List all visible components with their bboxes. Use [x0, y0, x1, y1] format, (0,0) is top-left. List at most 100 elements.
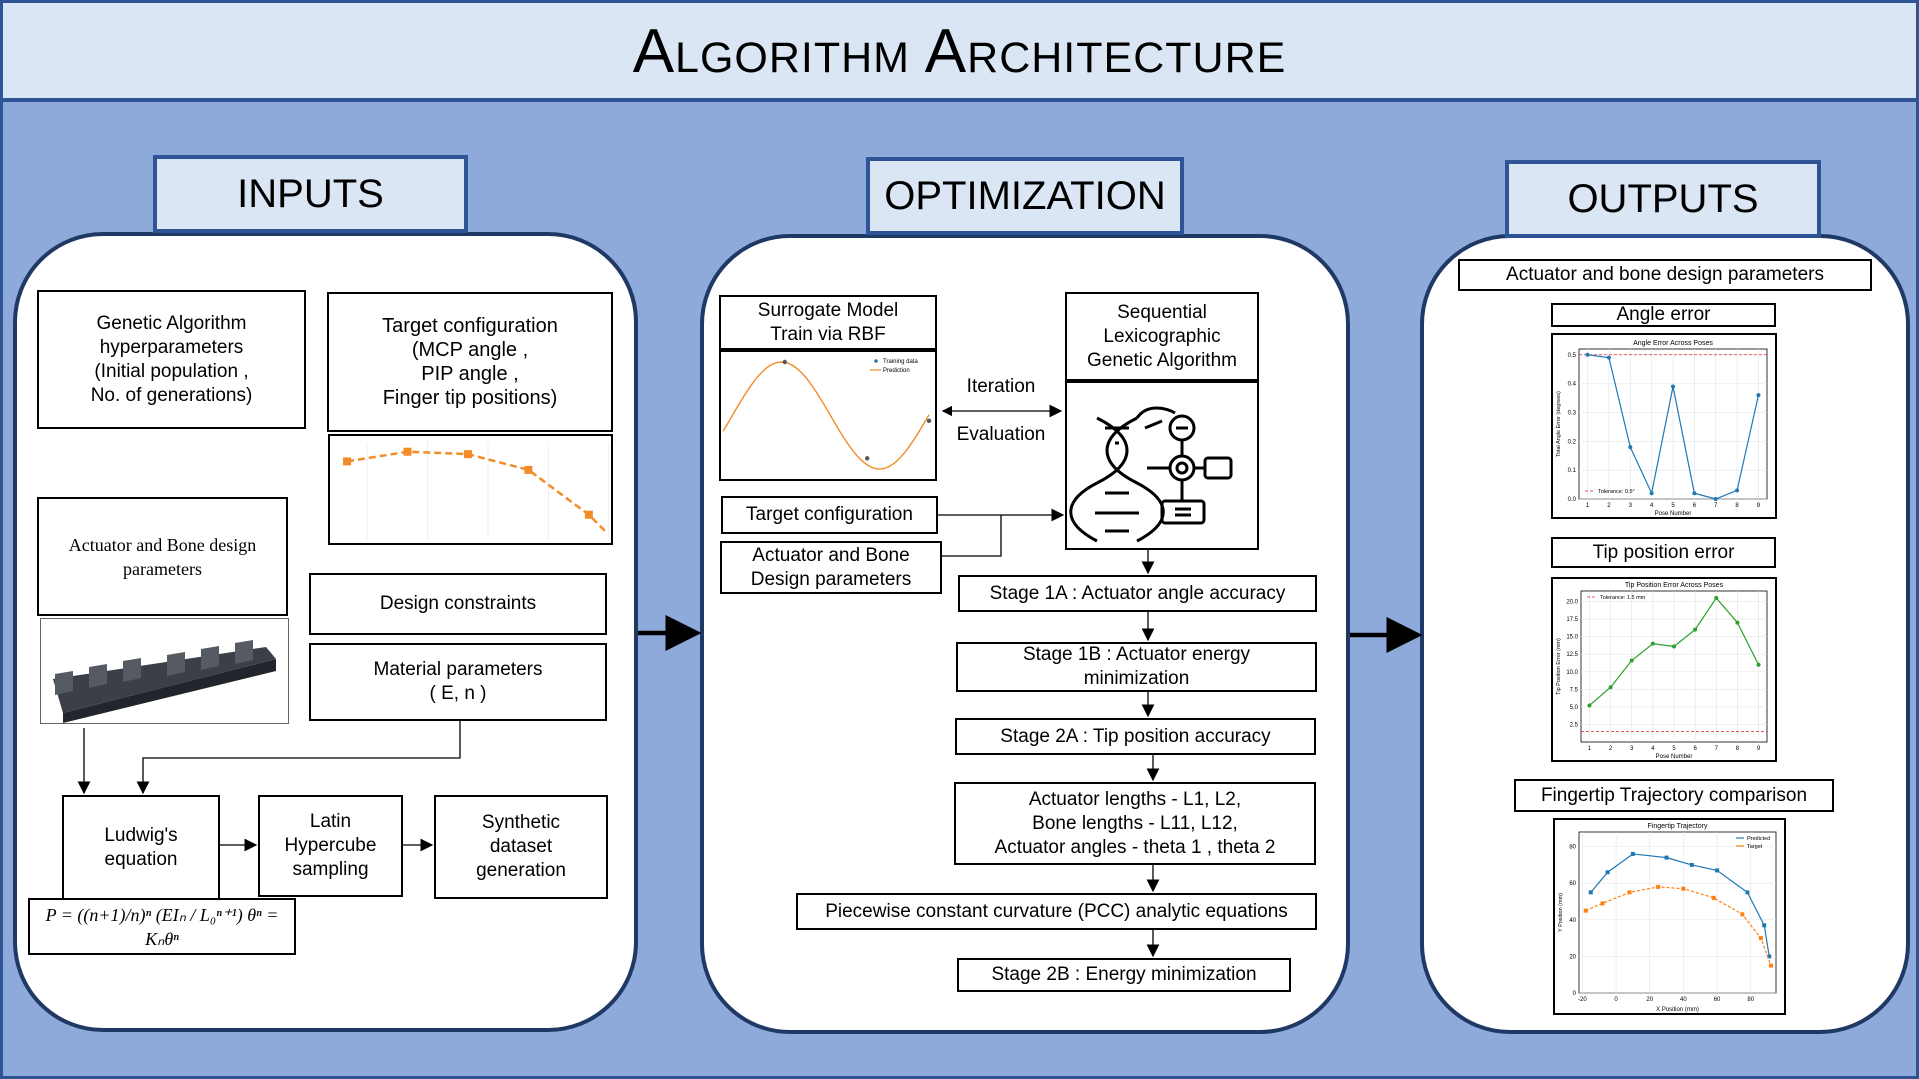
data-point	[1605, 870, 1610, 875]
x-tick-label: 6	[1693, 503, 1697, 509]
x-tick-label: 4	[1651, 746, 1655, 752]
data-point	[1627, 890, 1632, 895]
training-point	[865, 456, 870, 461]
legend-marker	[874, 359, 878, 363]
x-tick-label: 4	[1650, 503, 1654, 509]
y-tick-label: 0.0	[1568, 497, 1577, 503]
x-tick-label: 9	[1757, 746, 1761, 752]
target-curve-point	[463, 450, 472, 459]
x-tick-label: 8	[1735, 503, 1739, 509]
ludwig-formula-box: P = ((n+1)/n)ⁿ (EIₙ / L₀ⁿ⁺¹) θⁿ = Kₙθⁿ	[28, 898, 296, 955]
legend-label: Target	[1747, 844, 1763, 850]
y-tick-label: 40	[1569, 918, 1576, 924]
data-point	[1711, 895, 1716, 900]
tolerance-legend-label: Tolerance: 1.5 mm	[1600, 595, 1646, 601]
target-curve-point	[343, 457, 352, 466]
data-point	[1693, 627, 1698, 632]
legend-prediction-label: Prediction	[883, 368, 910, 374]
trajectory-label: Fingertip Trajectory comparison	[1514, 779, 1834, 812]
y-tick-label: 60	[1569, 881, 1576, 887]
x-tick-label: 2	[1607, 503, 1611, 509]
y-axis-label: Y Position (mm)	[1558, 893, 1564, 932]
data-point	[1588, 890, 1593, 895]
x-tick-label: 5	[1671, 503, 1675, 509]
data-point	[1656, 884, 1661, 889]
data-point	[1745, 890, 1750, 895]
y-tick-label: 10.0	[1566, 670, 1578, 676]
x-tick-label: 7	[1715, 746, 1719, 752]
x-tick-label: 8	[1736, 746, 1740, 752]
data-point	[1587, 703, 1592, 708]
tolerance-legend-label: Tolerance: 0.5°	[1598, 489, 1635, 495]
data-point	[1608, 685, 1613, 690]
tip-error-label: Tip position error	[1551, 537, 1776, 568]
y-tick-label: 0.1	[1568, 468, 1577, 474]
data-point	[1672, 644, 1676, 649]
x-tick-label: 6	[1693, 746, 1697, 752]
material-parameters-box: Material parameters ( E, n )	[309, 643, 607, 721]
opt-target-configuration-box: Target configuration	[721, 496, 938, 534]
data-point	[1735, 620, 1740, 625]
y-tick-label: 17.5	[1566, 617, 1578, 623]
data-point	[1692, 491, 1697, 496]
opt-actuator-design-box: Actuator and Bone Design parameters	[720, 541, 942, 594]
title-band	[0, 0, 1919, 102]
data-point	[1671, 384, 1675, 389]
ga-hyperparameters-box: Genetic Algorithm hyperparameters (Initi…	[37, 290, 306, 429]
y-tick-label: 80	[1569, 845, 1576, 851]
chart-title: Fingertip Trajectory	[1648, 823, 1708, 830]
x-axis-label: Pose Number	[1655, 511, 1692, 517]
data-point	[1756, 662, 1761, 667]
data-point	[1762, 923, 1767, 928]
inputs-tab: INPUTS	[153, 155, 468, 233]
sequential-ga-box: Sequential Lexicographic Genetic Algorit…	[1065, 292, 1259, 381]
x-tick-label: 5	[1672, 746, 1676, 752]
data-point	[1664, 855, 1669, 860]
data-point	[1681, 886, 1686, 891]
target-curve-plot	[328, 434, 613, 545]
y-tick-label: 20	[1569, 954, 1576, 960]
actuator-render-svg	[53, 640, 276, 723]
surrogate-model-box: Surrogate Model Train via RBF	[719, 295, 937, 350]
arrow-material-to-ludwig	[136, 721, 461, 795]
lengths-angles-box: Actuator lengths - L1, L2, Bone lengths …	[954, 782, 1316, 865]
y-tick-label: 0	[1573, 991, 1577, 997]
target-curve-point	[524, 465, 533, 474]
optimization-tab: OPTIMIZATION	[866, 157, 1184, 235]
data-point	[1715, 868, 1720, 873]
prediction-line	[722, 361, 930, 470]
synthetic-dataset-box: Synthetic dataset generation	[434, 795, 608, 899]
x-tick-label: 1	[1588, 746, 1592, 752]
dna-icon-box	[1065, 381, 1259, 550]
data-point	[1649, 491, 1654, 496]
x-tick-label: 9	[1757, 503, 1761, 509]
data-point	[1629, 658, 1634, 663]
y-axis-label: Total Angle Error (degrees)	[1556, 391, 1562, 457]
data-point	[1767, 954, 1772, 959]
y-tick-label: 7.5	[1570, 687, 1579, 693]
arrow-actuator-to-ga	[942, 515, 1002, 557]
legend-training-label: Training data	[883, 359, 918, 365]
x-tick-label: 0	[1614, 997, 1618, 1003]
chart-title: Angle Error Across Poses	[1633, 340, 1713, 347]
x-tick-label: 3	[1630, 746, 1634, 752]
y-tick-label: 15.0	[1566, 635, 1578, 641]
training-point	[782, 359, 787, 365]
x-tick-label: 1	[1586, 503, 1590, 509]
data-point	[1600, 901, 1605, 906]
x-axis-label: Pose Number	[1656, 754, 1693, 760]
x-axis-label: X Position (mm)	[1656, 1007, 1699, 1013]
data-point	[1628, 445, 1633, 450]
y-tick-label: 0.4	[1568, 382, 1577, 388]
data-point	[1713, 497, 1718, 501]
stage-1b-box: Stage 1B : Actuator energy minimization	[956, 642, 1317, 692]
data-point	[1585, 352, 1590, 357]
data-point	[1583, 908, 1588, 913]
